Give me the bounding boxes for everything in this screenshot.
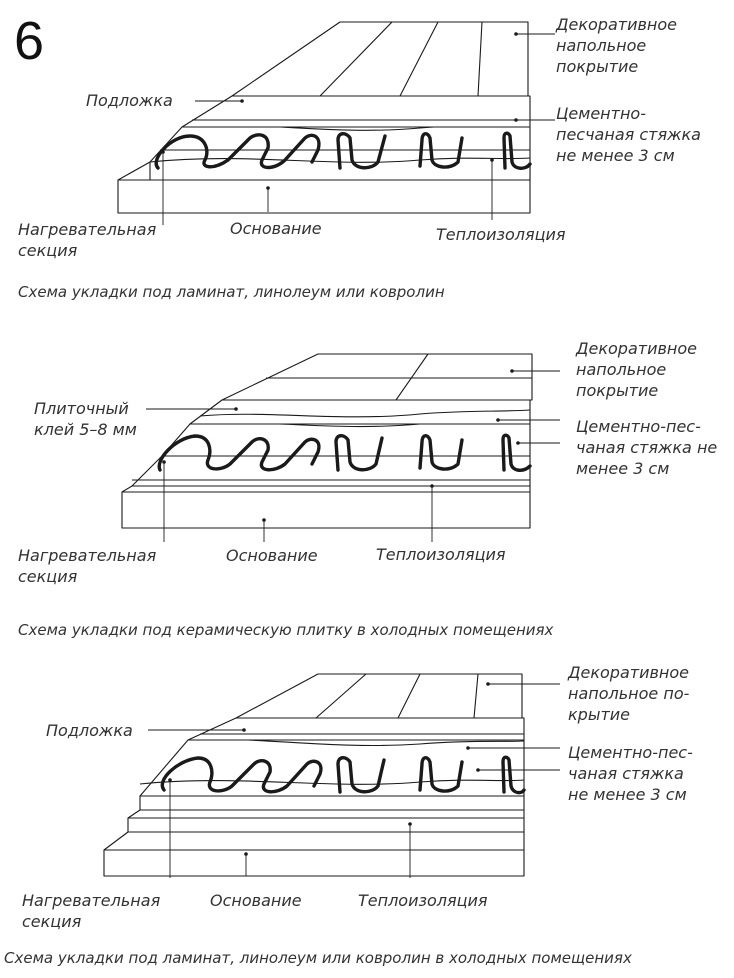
scheme-2-label-decor: Декоративное напольное покрытие — [576, 339, 697, 400]
scheme-2-base-layer — [121, 485, 531, 529]
scheme-2-caption: Схема укладки под керамическую плитку в … — [18, 621, 554, 639]
scheme-1-label-insulation: Теплоизоляция — [436, 225, 566, 244]
scheme-2-insulation-layer — [131, 455, 531, 487]
scheme-3-underlay-layer — [187, 717, 525, 741]
scheme-2-heating-cable — [157, 433, 532, 472]
scheme-3-decor-layer — [235, 673, 523, 719]
scheme-3-base-layer — [103, 831, 525, 877]
scheme-1-label-heating: Нагревательная секция — [18, 220, 157, 260]
scheme-3-label-heating: Нагревательная секция — [22, 891, 161, 931]
scheme-3-drawing — [103, 673, 560, 878]
scheme-2-label-glue: Плиточный клей 5–8 мм — [34, 399, 137, 439]
scheme-2-decor-layer — [221, 353, 533, 401]
scheme-2-label-screed: Цементно-пес- чаная стяжка не менее 3 см — [576, 417, 718, 478]
scheme-1-label-underlay: Подложка — [86, 91, 173, 110]
scheme-1-caption: Схема укладки под ламинат, линолеум или … — [18, 283, 445, 301]
scheme-1-label-screed: Цементно- песчаная стяжка не менее 3 см — [556, 104, 701, 165]
scheme-1-decor-layer — [231, 21, 529, 97]
scheme-3-heating-cable — [160, 755, 526, 795]
scheme-2-label-insulation: Теплоизоляция — [376, 545, 506, 564]
scheme-2-glue-layer — [189, 399, 531, 425]
scheme-3-caption: Схема укладки под ламинат, линолеум или … — [4, 949, 632, 967]
scheme-3-label-insulation: Теплоизоляция — [358, 891, 488, 910]
scheme-3-label-base: Основание — [210, 891, 302, 910]
scheme-1-drawing — [117, 21, 555, 225]
scheme-1-label-base: Основание — [230, 219, 322, 238]
scheme-3-label-underlay: Подложка — [46, 721, 133, 740]
scheme-3-label-screed: Цементно-пес- чаная стяжка не менее 3 см — [568, 743, 693, 804]
scheme-1-label-decor: Декоративное напольное покрытие — [556, 15, 677, 76]
page-number: 6 — [14, 11, 45, 71]
scheme-3-insulation-layer — [127, 809, 525, 833]
scheme-2-label-base: Основание — [226, 546, 318, 565]
scheme-2-label-heating: Нагревательная секция — [18, 546, 157, 586]
scheme-2-drawing — [121, 353, 560, 542]
scheme-3-label-decor: Декоративное напольное по- крытие — [568, 663, 690, 724]
scheme-1-heating-cable — [154, 131, 532, 170]
